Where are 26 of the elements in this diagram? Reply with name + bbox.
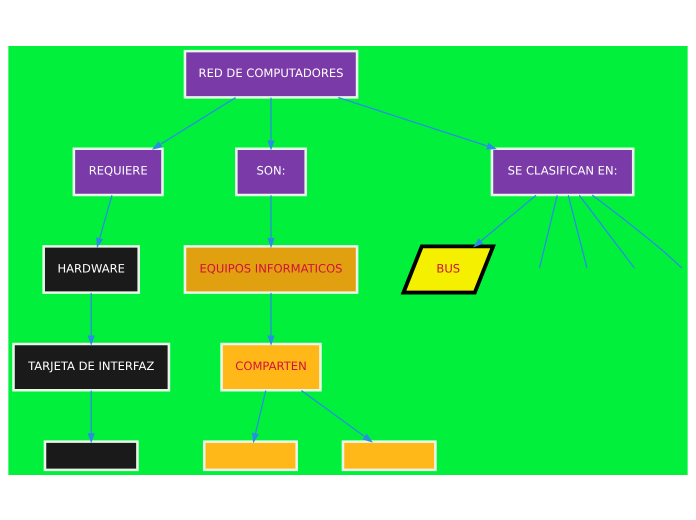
node-box: SON: — [235, 146, 307, 196]
arrow — [267, 194, 275, 248]
arrow — [88, 390, 95, 443]
node-box: TARJETA DE INTERFAZ — [12, 342, 170, 392]
node-box — [202, 440, 298, 471]
connector — [578, 194, 635, 268]
node-box: HARDWARE — [42, 244, 140, 294]
arrow — [473, 194, 536, 248]
arrow — [267, 97, 275, 150]
node-box: RED DE COMPUTADORES — [184, 49, 358, 98]
arrow — [96, 194, 113, 248]
connector — [538, 194, 558, 268]
node-box: EQUIPOS INFORMATICOS — [184, 244, 358, 294]
node-box — [44, 440, 139, 471]
node-box: COMPARTEN — [220, 342, 322, 392]
arrow — [301, 390, 373, 442]
arrow — [152, 96, 236, 150]
connector — [592, 194, 682, 268]
arrow — [252, 390, 266, 443]
arrow — [267, 292, 275, 346]
arrow — [88, 292, 95, 346]
arrow — [338, 96, 498, 149]
node-box: SE CLASIFICAN EN: — [490, 146, 635, 196]
connector — [568, 194, 588, 268]
node-box — [342, 440, 437, 471]
node-box: REQUIERE — [72, 146, 164, 196]
